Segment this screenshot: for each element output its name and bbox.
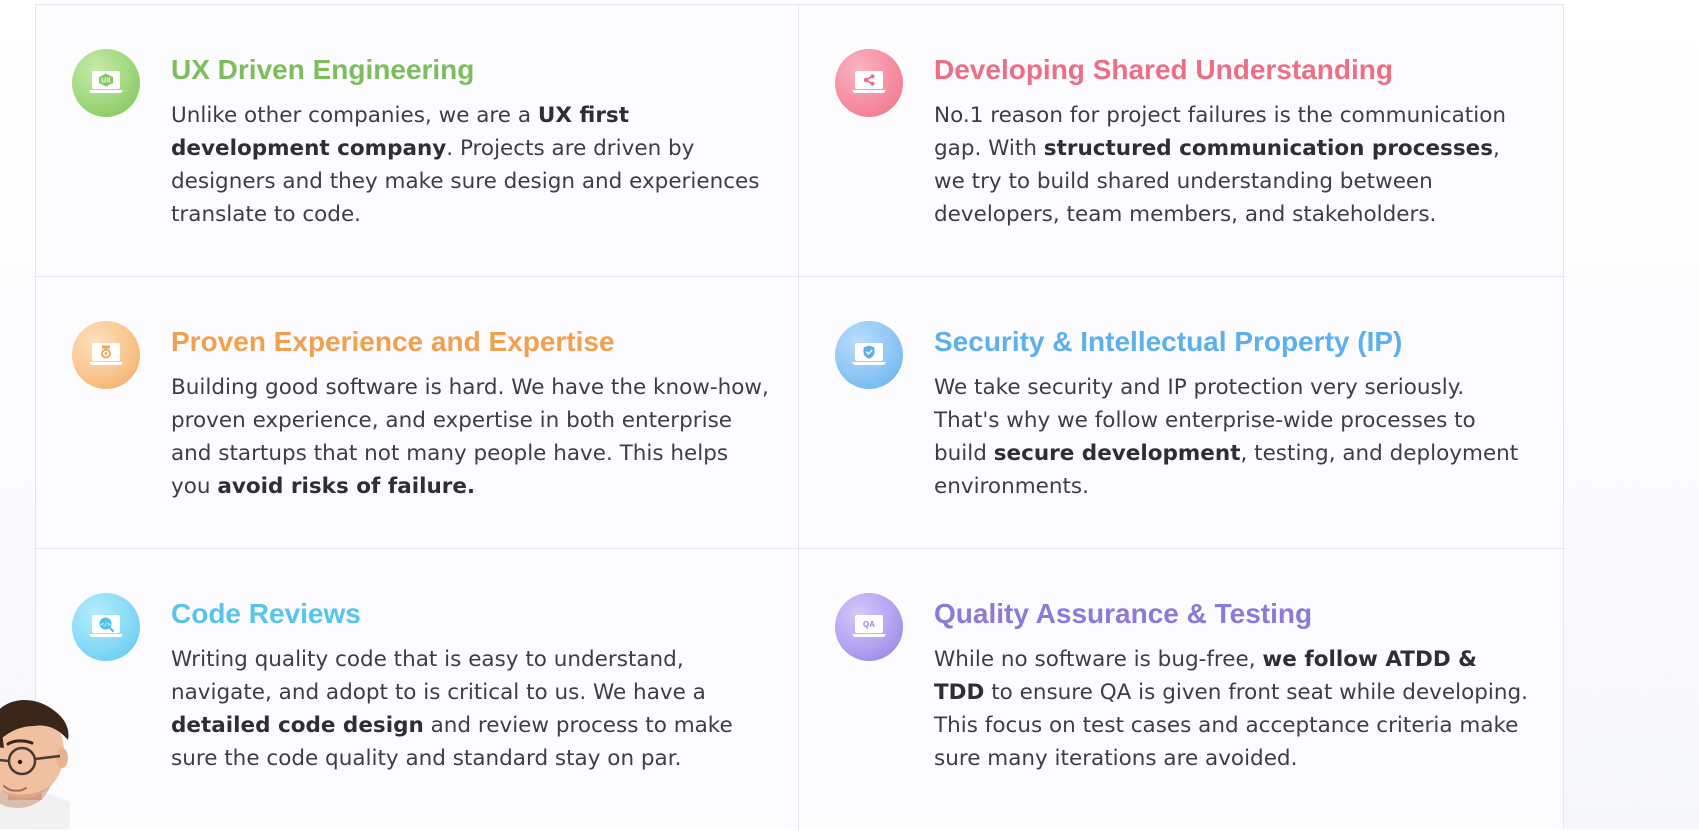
card-title: Quality Assurance & Testing (934, 598, 1313, 629)
body-text: No.1 reason for project failures is the … (934, 103, 1506, 161)
shield-laptop-icon (835, 321, 903, 389)
feature-card-shared-understanding: Developing Shared Understanding No.1 rea… (799, 5, 1565, 277)
emphasis-text: structured communication processes (1043, 136, 1493, 161)
emphasis-text: secure development (993, 441, 1241, 466)
qa-laptop-icon: QA (835, 593, 903, 661)
body-text: , we try to build shared understanding b… (934, 136, 1500, 227)
feature-card-code-reviews: </> Code Reviews Writing quality code th… (36, 549, 799, 831)
card-description: Building good software is hard. We have … (171, 371, 771, 503)
body-text: Unlike other companies, we are a (171, 103, 538, 128)
feature-card-security-ip: Security & Intellectual Property (IP) We… (799, 277, 1565, 549)
emphasis-text: UX first development company (171, 103, 630, 161)
card-title: Proven Experience and Expertise (171, 326, 615, 357)
features-grid: UX UX Driven Engineering Unlike other co… (35, 4, 1565, 831)
emphasis-text: avoid risks of failure. (217, 474, 476, 499)
feature-card-proven-experience: Proven Experience and Expertise Building… (36, 277, 799, 549)
card-title: UX Driven Engineering (171, 54, 475, 85)
body-text: We take security and IP protection very … (934, 375, 1476, 466)
card-title: Security & Intellectual Property (IP) (934, 326, 1403, 357)
share-laptop-icon (835, 49, 903, 117)
card-description: No.1 reason for project failures is the … (934, 99, 1534, 231)
feature-card-quality-assurance: QA Quality Assurance & Testing While no … (799, 549, 1565, 831)
card-description: While no software is bug-free, we follow… (934, 643, 1534, 775)
body-text: Building good software is hard. We have … (171, 375, 769, 499)
body-text: While no software is bug-free, (934, 647, 1263, 672)
svg-text:</>: </> (101, 622, 112, 628)
code-search-laptop-icon: </> (72, 593, 140, 661)
card-description: Unlike other companies, we are a UX firs… (171, 99, 771, 231)
body-text: . Projects are driven by designers and t… (171, 136, 760, 227)
ux-laptop-icon: UX (72, 49, 140, 117)
card-title: Developing Shared Understanding (934, 54, 1393, 85)
card-description: We take security and IP protection very … (934, 371, 1534, 503)
medal-laptop-icon (72, 321, 140, 389)
body-text: Writing quality code that is easy to und… (171, 647, 706, 705)
support-person-avatar[interactable] (0, 668, 70, 829)
feature-card-ux-driven-engineering: UX UX Driven Engineering Unlike other co… (36, 5, 799, 277)
emphasis-text: we follow ATDD & TDD (934, 647, 1477, 705)
svg-text:QA: QA (863, 620, 875, 629)
card-description: Writing quality code that is easy to und… (171, 643, 771, 775)
svg-text:UX: UX (101, 77, 111, 84)
card-title: Code Reviews (171, 598, 361, 629)
emphasis-text: detailed code design (171, 713, 424, 738)
body-text: to ensure QA is given front seat while d… (934, 680, 1528, 771)
body-text: , testing, and deployment environments. (934, 441, 1519, 499)
body-text: and review process to make sure the code… (171, 713, 733, 771)
